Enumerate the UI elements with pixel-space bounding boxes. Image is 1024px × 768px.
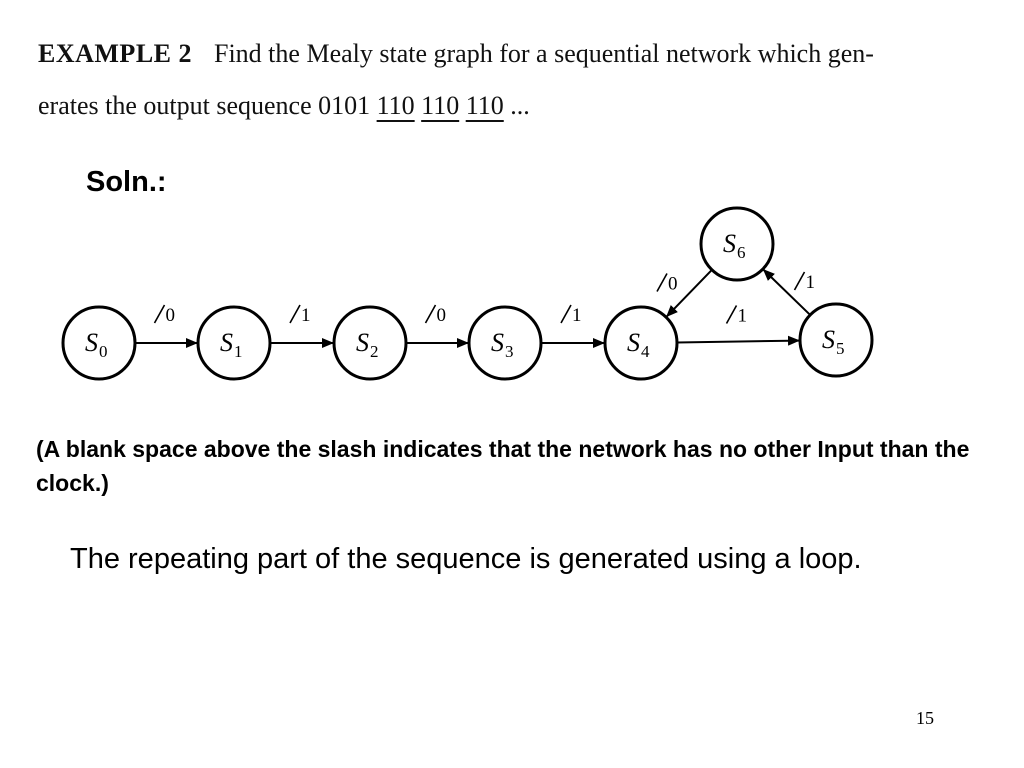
solution-label: Soln.: (86, 166, 167, 198)
state-node-s0: S0 (61, 305, 137, 381)
transition-slash (153, 304, 166, 324)
mealy-state-graph: 0 1 0 1 1 1 0 S0 S1 S2 S3 S4 S5 S6 (61, 206, 874, 381)
sequence-part: 110 (421, 91, 460, 120)
example-text-line2: erates the output sequence 0101 (38, 91, 371, 120)
state-node-s2: S2 (332, 305, 408, 381)
example-line-1: EXAMPLE 2 Find the Mealy state graph for … (38, 28, 998, 80)
transition-slash (289, 304, 301, 324)
example-text-line1: Find the Mealy state graph for a sequent… (214, 39, 874, 68)
example-line-2: erates the output sequence 0101 110 110 … (38, 80, 998, 132)
transition-slash (656, 273, 668, 292)
transition-slash (725, 305, 738, 324)
example-problem: EXAMPLE 2 Find the Mealy state graph for … (38, 28, 998, 132)
example-label: EXAMPLE 2 (38, 39, 192, 68)
sequence-ellipsis: ... (510, 91, 530, 120)
state-node-s1: S1 (196, 305, 272, 381)
state-node-s5: S5 (798, 302, 874, 378)
sequence-part: 110 (376, 91, 415, 120)
transition-slash (424, 304, 437, 324)
state-circle (467, 305, 543, 381)
state-node-s3: S3 (467, 305, 543, 381)
transition-output-label: 0 (668, 274, 678, 295)
transition-arrow-s4-s5 (676, 335, 801, 346)
transition-arrow-s6-s4 (666, 269, 713, 318)
state-circle (332, 305, 408, 381)
transition-slash (560, 304, 572, 324)
state-circle (603, 305, 679, 381)
transition-arrow-s5-s6 (762, 269, 811, 316)
clock-input-note: (A blank space above the slash indicates… (36, 436, 970, 496)
loop-explanation: The repeating part of the sequence is ge… (70, 543, 862, 575)
transition-slash (793, 271, 806, 291)
state-circle (196, 305, 272, 381)
transition-output-label: 1 (806, 272, 816, 293)
transition-output-label: 1 (572, 305, 582, 326)
state-circle (798, 302, 874, 378)
state-node-s4: S4 (603, 305, 679, 381)
transition-output-label: 1 (738, 306, 748, 327)
state-node-s6: S6 (699, 206, 775, 282)
state-circle (61, 305, 137, 381)
transition-output-label: 1 (301, 305, 311, 326)
state-circle (699, 206, 775, 282)
transition-output-label: 0 (437, 305, 447, 326)
sequence-part: 110 (465, 91, 504, 120)
page-number: 15 (916, 708, 934, 728)
transition-output-label: 0 (166, 305, 176, 326)
